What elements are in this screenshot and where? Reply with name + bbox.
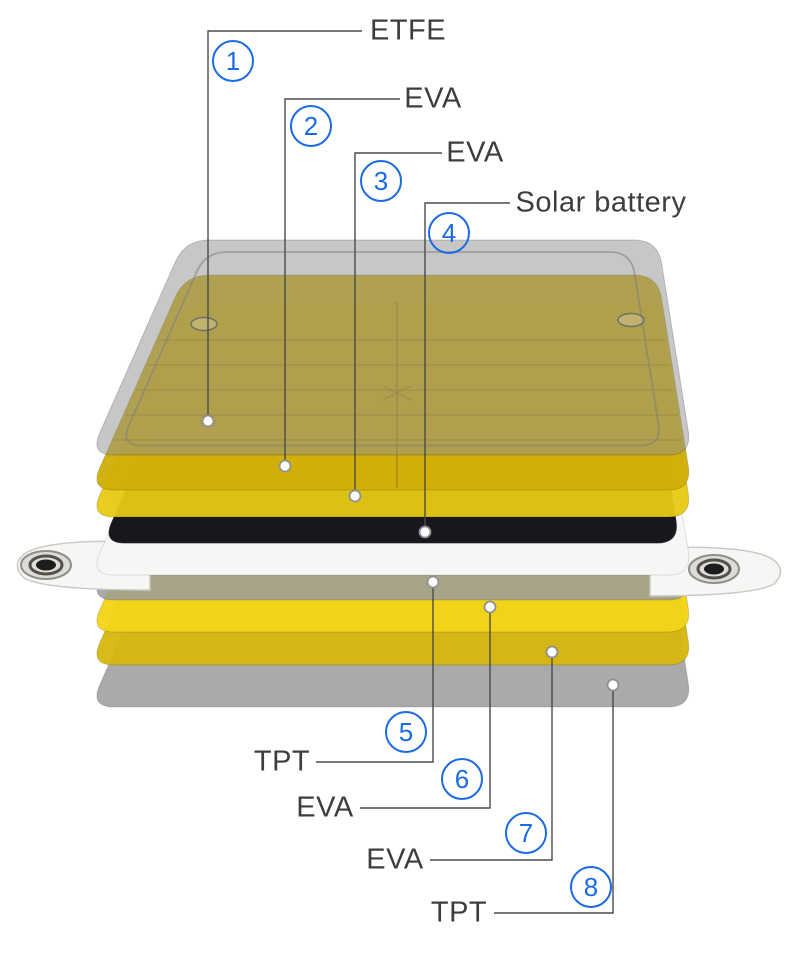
callout-number-2: 2 [290,105,332,147]
callout-number-4: 4 [428,212,470,254]
callout-label-eva-3: EVA [446,136,504,169]
anchor-dot-7 [545,645,559,659]
left-grommet-hole [36,559,56,571]
right-grommet-ring [696,558,732,580]
callout-number-1: 1 [212,40,254,82]
leader-line-3 [354,152,442,496]
callout-number-8: 8 [570,866,612,908]
callout-number-5: 5 [385,711,427,753]
callout-label-eva-2: EVA [404,82,462,115]
callout-label-eva-7: EVA [366,843,424,876]
callout-label-solar-battery: Solar battery [515,186,687,219]
callout-label-etfe: ETFE [369,14,447,47]
callout-label-tpt-5: TPT [253,745,311,778]
leader-line-2 [284,98,400,466]
callout-number-6: 6 [441,758,483,800]
leader-line-4 [424,202,510,532]
anchor-dot-6 [483,600,497,614]
etfe-left-hole [190,316,218,332]
callout-label-eva-6: EVA [296,791,354,824]
right-grommet-hole [704,563,724,575]
leader-line-6 [360,607,491,809]
left-grommet-ring [28,554,64,576]
anchor-dot-3 [348,489,362,503]
anchor-dot-5 [426,575,440,589]
leader-line-5 [316,582,434,763]
anchor-dot-2 [278,459,292,473]
anchor-dot-1 [201,414,215,428]
layer-1-etfe-shape [96,239,690,456]
anchor-dot-8 [606,678,620,692]
leader-line-7 [430,652,553,861]
leader-line-8 [494,685,614,914]
callout-anchor-dots [201,414,620,692]
callout-number-3: 3 [360,160,402,202]
callout-leader-lines [207,30,614,914]
leader-line-1 [207,30,362,421]
callout-number-7: 7 [505,812,547,854]
anchor-dot-4 [418,525,432,539]
callout-label-tpt-8: TPT [430,896,488,929]
etfe-right-hole [617,312,645,328]
